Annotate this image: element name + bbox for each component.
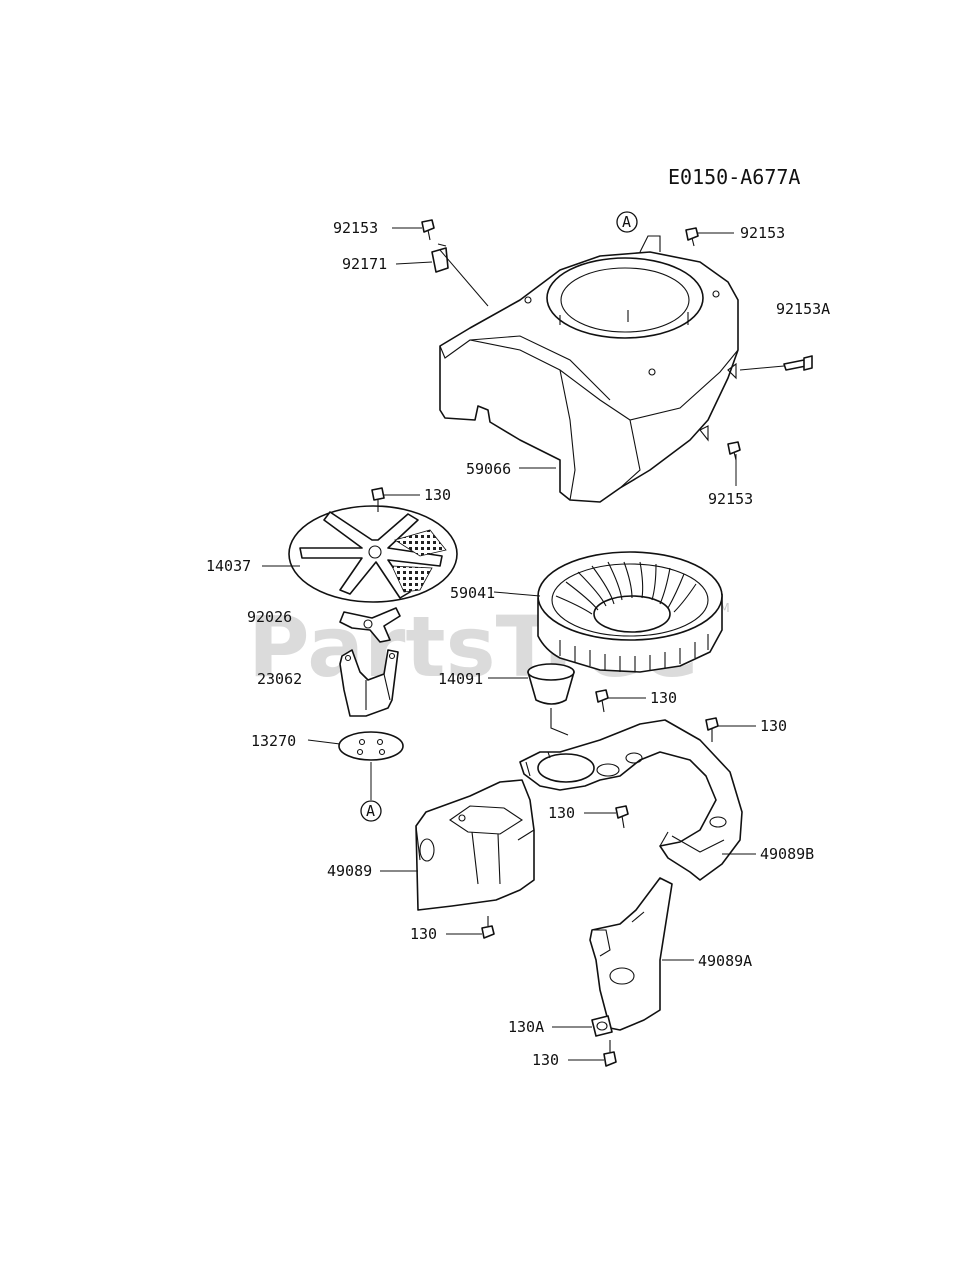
bolt-130-left-shroud bbox=[481, 916, 495, 939]
label-92153-bottom-right[interactable]: 92153 bbox=[708, 490, 753, 508]
flange-plate bbox=[338, 731, 404, 761]
bolt-130-fan bbox=[595, 689, 609, 713]
cooling-fan bbox=[537, 551, 723, 673]
label-130-screen[interactable]: 130 bbox=[424, 486, 451, 504]
rotating-screen bbox=[288, 505, 458, 603]
lower-shroud-a bbox=[589, 877, 673, 1031]
fan-bracket bbox=[339, 649, 399, 717]
label-130-shroud-top[interactable]: 130 bbox=[760, 717, 787, 735]
ref-marker-bottom-label: A bbox=[366, 802, 375, 820]
label-14037[interactable]: 14037 bbox=[206, 557, 251, 575]
bolt-130-screen bbox=[371, 487, 385, 512]
bolt-92153A bbox=[783, 355, 813, 371]
label-49089A[interactable]: 49089A bbox=[698, 952, 752, 970]
bolt-92153-top-right bbox=[685, 227, 699, 247]
label-59066[interactable]: 59066 bbox=[466, 460, 511, 478]
label-130-left-shroud[interactable]: 130 bbox=[410, 925, 437, 943]
label-49089B[interactable]: 49089B bbox=[760, 845, 814, 863]
ref-marker-bottom: A bbox=[360, 800, 382, 822]
label-92153-top-left[interactable]: 92153 bbox=[333, 219, 378, 237]
fan-cup bbox=[527, 663, 575, 736]
ref-marker-top-label: A bbox=[622, 213, 631, 231]
clip-92171 bbox=[431, 243, 449, 273]
part-labels: 92153 92171 92153 92153A 59066 92153 130… bbox=[206, 219, 830, 1069]
label-130-bottom[interactable]: 130 bbox=[532, 1051, 559, 1069]
label-49089[interactable]: 49089 bbox=[327, 862, 372, 880]
bolt-130-shroud-top bbox=[705, 717, 719, 742]
ref-marker-top: A bbox=[616, 211, 638, 233]
bolts bbox=[371, 219, 813, 1067]
label-130-fan[interactable]: 130 bbox=[650, 689, 677, 707]
label-130A[interactable]: 130A bbox=[508, 1018, 544, 1036]
plate-washer bbox=[339, 607, 401, 643]
lower-shroud-b bbox=[519, 719, 743, 881]
lower-shroud-left bbox=[415, 779, 535, 911]
leader-lines bbox=[262, 227, 785, 1061]
label-23062[interactable]: 23062 bbox=[257, 670, 302, 688]
label-13270[interactable]: 13270 bbox=[251, 732, 296, 750]
label-59041[interactable]: 59041 bbox=[450, 584, 495, 602]
label-92171[interactable]: 92171 bbox=[342, 255, 387, 273]
bolt-130-bottom bbox=[603, 1040, 617, 1067]
label-92153A[interactable]: 92153A bbox=[776, 300, 830, 318]
label-92026[interactable]: 92026 bbox=[247, 608, 292, 626]
diagram-code: E0150-A677A bbox=[668, 165, 800, 189]
label-130-shroud-mid[interactable]: 130 bbox=[548, 804, 575, 822]
bolt-92153-top-left bbox=[421, 219, 435, 241]
nut-130A bbox=[591, 1015, 613, 1037]
bolt-130-shroud-mid bbox=[615, 805, 629, 829]
blower-housing bbox=[439, 235, 739, 503]
label-92153-top-right[interactable]: 92153 bbox=[740, 224, 785, 242]
label-14091[interactable]: 14091 bbox=[438, 670, 483, 688]
bolt-92153-bottom-right bbox=[727, 441, 741, 461]
